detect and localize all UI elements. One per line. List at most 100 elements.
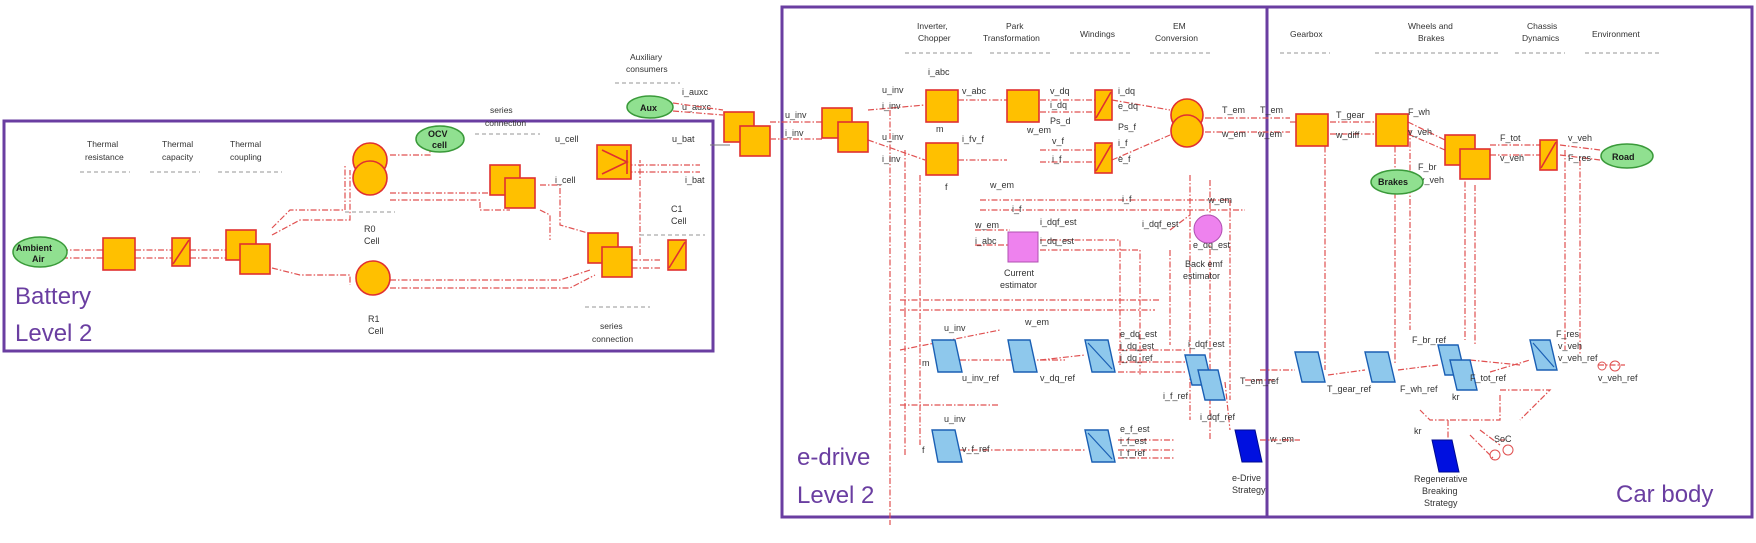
thermal-resistance-block xyxy=(102,237,136,271)
regen-label-3: Strategy xyxy=(1424,498,1458,508)
ambient-air-source xyxy=(12,236,68,268)
section-gearbox: Gearbox xyxy=(1290,29,1323,39)
brake-reference-block-b xyxy=(1449,359,1478,391)
i-auxc-label: i_auxc xyxy=(682,87,709,97)
ps-f-label: Ps_f xyxy=(1118,122,1137,132)
section-thermal-coupling: Thermal xyxy=(230,139,261,149)
section-em-conversion: EM xyxy=(1173,21,1186,31)
v-dq-label: v_dq xyxy=(1050,86,1070,96)
road-source xyxy=(1600,143,1654,169)
aux-source xyxy=(626,95,674,119)
v-veh-label-5: v_veh xyxy=(1558,341,1582,351)
m-label-2: m xyxy=(922,358,930,368)
section-thermal-capacity: Thermal xyxy=(162,139,193,149)
u-inv-label-c: u_inv xyxy=(944,323,966,333)
w-em-label-3b: w_em xyxy=(974,220,999,230)
f-label: f xyxy=(945,182,948,192)
u-inv-label-a: u_inv xyxy=(882,85,904,95)
brakes-source xyxy=(1370,169,1424,195)
thermal-capacity-diagonal xyxy=(172,239,190,265)
i-dqf-est-label-2: i_dqf_est xyxy=(1142,219,1179,229)
v-dq-ref-label: v_dq_ref xyxy=(1040,373,1076,383)
i-dq-est-label: i_dq_est xyxy=(1040,236,1075,246)
edrive-strategy-block xyxy=(1234,429,1263,463)
chopper-block xyxy=(925,142,959,176)
u-inv-label-b: u_inv xyxy=(882,132,904,142)
f-res-label: F_res xyxy=(1568,153,1592,163)
soc-output-b xyxy=(1502,444,1514,456)
f-br-ref-label: F_br_ref xyxy=(1412,335,1447,345)
edrive-strategy-label-1: e-Drive xyxy=(1232,473,1261,483)
road-label: Road xyxy=(1612,152,1635,162)
e-dq-label: e_dq xyxy=(1118,101,1138,111)
w-diff-label: w_diff xyxy=(1335,130,1360,140)
u-cell-label: u_cell xyxy=(555,134,579,144)
section-environment: Environment xyxy=(1592,29,1640,39)
section-aux-consumers-2: consumers xyxy=(626,64,668,74)
car-w-em-label: w_em xyxy=(1257,129,1282,139)
f-wh-label: F_wh xyxy=(1408,107,1430,117)
w-em-label-park: w_em xyxy=(1026,125,1051,135)
v-veh-ref-label-2: v_veh_ref xyxy=(1598,373,1638,383)
section-windings: Windings xyxy=(1080,29,1115,39)
em-conversion-source-bottom xyxy=(1170,114,1204,148)
section-series-top: series xyxy=(490,105,513,115)
car-signal-lines xyxy=(1260,121,1625,461)
car-t-em-label: T_em xyxy=(1260,105,1283,115)
edrive-group-label-1: e-drive xyxy=(797,444,870,471)
i-dq-label-2: i_dq xyxy=(1118,86,1135,96)
brakes-block-b xyxy=(1459,148,1491,180)
i-dq-label: i_dq xyxy=(1050,100,1067,110)
i-f-ref-label-2: i_f_ref xyxy=(1120,448,1146,458)
r0-label-2: Cell xyxy=(364,236,380,246)
regenerative-breaking-strategy-block xyxy=(1431,439,1460,473)
i-f-label-4: i_f xyxy=(1012,204,1022,214)
aux-junction-block-b xyxy=(739,125,771,157)
torque-reference-block-b xyxy=(1197,369,1226,401)
aux-label: Aux xyxy=(640,103,657,113)
v-veh-label-2: v_veh xyxy=(1420,175,1444,185)
ps-d-label: Ps_d xyxy=(1050,116,1071,126)
v-veh-label-3: v_veh xyxy=(1500,153,1524,163)
section-wheels: Wheels and xyxy=(1408,21,1453,31)
soc-output-a xyxy=(1489,449,1501,461)
section-thermal-capacity-2: capacity xyxy=(162,152,194,162)
i-dq-est-label-2: i_dq_est xyxy=(1120,341,1155,351)
i-bat-label: i_bat xyxy=(685,175,705,185)
f-res-label-2: F_res xyxy=(1556,329,1580,339)
i-abc-label: i_abc xyxy=(928,67,950,77)
section-em-conversion-2: Conversion xyxy=(1155,33,1198,43)
gearbox-block xyxy=(1295,113,1329,147)
inverter-block-b xyxy=(837,121,869,153)
back-emf-label-2: estimator xyxy=(1183,271,1220,281)
t-gear-label: T_gear xyxy=(1336,110,1365,120)
i-inv-label-b: i_inv xyxy=(882,154,901,164)
current-estimator-block xyxy=(1007,231,1039,263)
ocv-label-1: OCV xyxy=(428,129,448,139)
r0-label-1: R0 xyxy=(364,224,376,234)
section-park-2: Transformation xyxy=(983,33,1040,43)
section-park: Park xyxy=(1006,21,1024,31)
edrive-strategy-label-2: Strategy xyxy=(1232,485,1266,495)
v-abc-label: v_abc xyxy=(962,86,987,96)
kr-label: kr xyxy=(1452,392,1460,402)
regen-label-2: Breaking xyxy=(1422,486,1458,496)
r1-label-2: Cell xyxy=(368,326,384,336)
series-connection-block-top-b xyxy=(504,177,536,209)
e-f-est-label: e_f_est xyxy=(1120,424,1150,434)
v-f-label-2: v_f xyxy=(1052,136,1065,146)
park-transformation-block xyxy=(1006,89,1040,123)
section-chassis-2: Dynamics xyxy=(1522,33,1559,43)
f-tot-label: F_tot xyxy=(1500,133,1521,143)
v-f-ref-label: v_f_ref xyxy=(962,444,990,454)
edrive-group-label-2: Level 2 xyxy=(797,482,874,509)
r0-cell-source-bottom xyxy=(352,160,388,196)
i-inv-label-a: i_inv xyxy=(882,101,901,111)
ocv-cell-source xyxy=(415,125,465,153)
e-dq-est-label: e_dq_est xyxy=(1193,240,1231,250)
current-estimator-label-2: estimator xyxy=(1000,280,1037,290)
section-aux-consumers: Auxiliary xyxy=(630,52,663,62)
u-bat-label: u_bat xyxy=(672,134,695,144)
edrive-section-labels: Inverter, Chopper Park Transformation Wi… xyxy=(905,21,1210,54)
